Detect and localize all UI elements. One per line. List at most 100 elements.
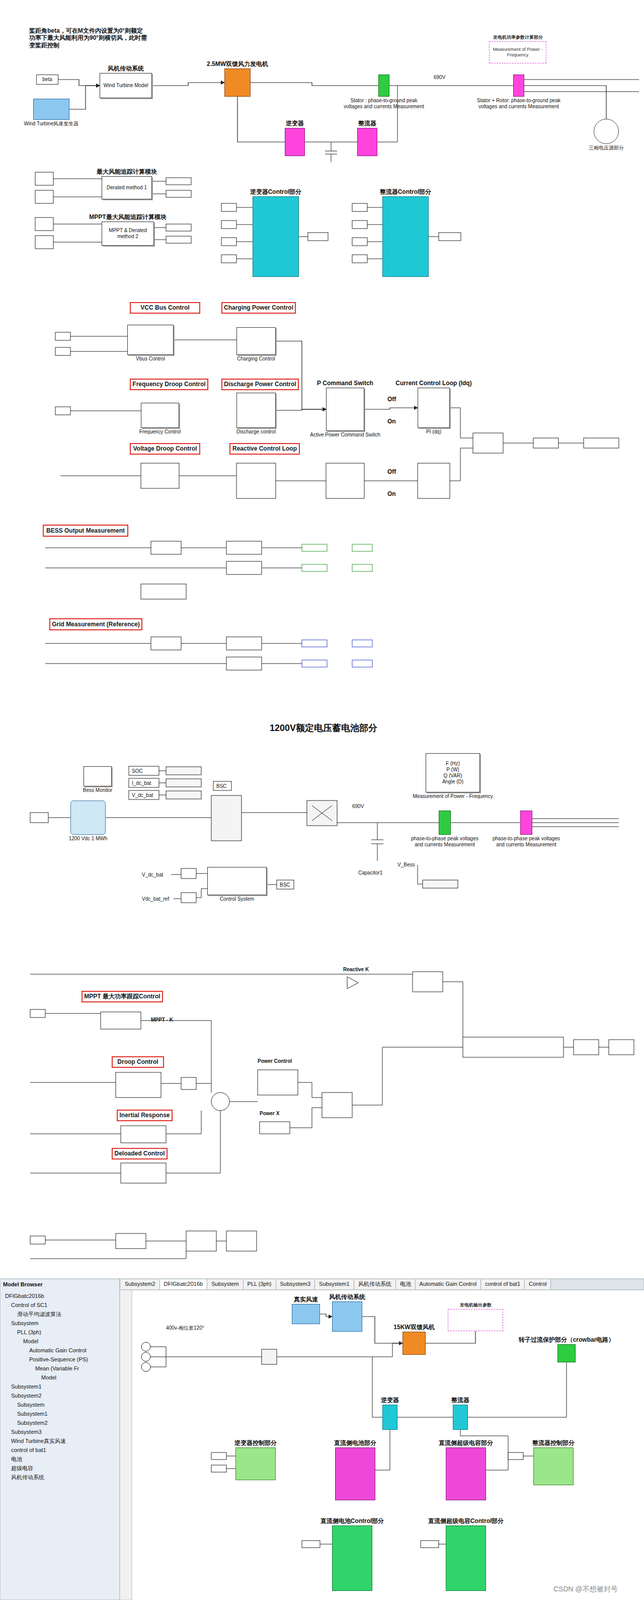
block-body [446,1446,486,1499]
tree-item: Subsystem2 [11,1391,42,1399]
block-body [453,1404,468,1429]
tab-label: control of bat1 [480,1278,525,1289]
block-body: Grid Measurement (Reference) [50,618,142,629]
text-label: MPPT - K [150,1016,174,1023]
text-label: BSC [279,881,291,888]
block-name: Active Power Command Switch [309,431,381,438]
block-body [357,128,377,156]
block-text: Inertial Response [119,1110,170,1118]
simulink-block: Measurement of Power - Frequency发电机功率参数计… [489,41,547,64]
simulink-block: 逆变器 [382,1403,398,1429]
block-body [446,1524,486,1590]
block-text: VCC Bus Control [140,303,190,311]
block-name: Discharge control [236,428,276,435]
block-body: Wind Turbine Model [100,73,152,98]
block-text: beta [42,76,52,83]
block-name: Bess Monitor [83,786,113,793]
block-heading: 逆变器 [285,119,304,127]
block-heading: 最大风能追踪计算模块 [96,168,157,176]
text-label: 1200V额定电压蓄电池部分 [269,722,378,734]
signal-line [364,407,418,410]
block-heading: 15KW双馈风机 [393,1322,435,1330]
tree-item: Positive-Sequence (PS) [29,1355,89,1362]
text-label: Power Control [257,1057,292,1064]
simulink-block: 逆变器控制部分 [235,1446,276,1480]
simulink-block: beta [36,74,59,85]
tree-item: control of bat1 [11,1445,47,1453]
block-heading: 逆变器Control部分 [250,188,302,196]
tree-item: Subsystem2 [17,1418,48,1426]
simulink-block: Bess Monitor [83,765,112,786]
block-body: MPPT & Derated method 2 [102,221,154,246]
tree-item: Subsystem [11,1319,39,1326]
simulink-block: Stator + Rotor: phase-to-ground peak vol… [513,74,525,97]
block-heading: 转子过流保护部分（crowbar电路） [518,1335,615,1343]
simulink-block: 直流侧电池部分 [335,1446,376,1500]
simulink-block: Derated method 1最大风能追踪计算模块 [101,176,152,200]
simulink-block: Wind Turbine风速发生器 [33,98,70,120]
simulink-block: 2.5MW双馈风力发电机 [224,68,251,97]
block-text: Q (VAR) [443,772,462,779]
block-heading: 风机传动系统 [107,64,144,72]
block-heading: 直流侧超级电容部分 [438,1438,494,1446]
block-body: Derated method 1 [102,176,152,199]
simulink-block: 直流侧超级电容Control部分 [445,1524,487,1590]
tab-label: Control [524,1278,551,1289]
tab-label: 电池 [395,1278,416,1289]
block-text: Wind Turbine Model [103,82,149,89]
block-name: Vbus Control [135,355,166,362]
tree-item: Control of SC1 [11,1301,48,1308]
block-heading: 整流器 [451,1395,470,1403]
block-text: P (W) [446,766,459,773]
block-heading: 逆变器 [380,1395,399,1403]
section-title-box: Droop Control [111,1055,165,1068]
block-name: PI (dq) [426,428,442,435]
signal-line [237,96,285,142]
signal-line [275,341,327,410]
block-text: Derated method 1 [106,184,147,191]
block-body [335,1446,375,1499]
block-text: MPPT 最大功率跟踪Control [84,992,160,1000]
section-title-box: Discharge Power Control [221,378,299,390]
block-text: Voltage Droop Control [132,444,197,452]
block-body: Inertial Response [117,1109,172,1120]
block-heading: 2.5MW双馈风力发电机 [206,60,269,68]
block-body [382,196,429,277]
simulink-block: phase-to-phase peak voltages and current… [520,810,533,835]
block-name: Stator : phase-to-ground peak voltages a… [341,97,427,110]
simulink-block: 直流侧超级电容部分 [445,1446,487,1500]
block-body [403,1331,426,1354]
simulink-block: 1200 Vdc 1 MWh [70,799,106,835]
block-text: Deloaded Control [114,1149,165,1157]
block-text: Discharge Power Control [223,380,296,388]
text-label: V_dc_bat [131,791,153,798]
block-body [33,99,69,120]
block-heading: 整流器 [358,119,377,127]
block-body [378,74,389,97]
block-heading: 整流器Control部分 [379,188,432,196]
block-body: Frequency Droop Control [130,379,208,389]
block-heading: 发电机功率参数计算部分 [493,34,543,41]
block-text: BESS Output Measurement [46,526,125,534]
block-text: Frequency Droop Control [132,380,206,388]
section-title-box: BESS Output Measurement [42,524,129,537]
block-name: 1200 Vdc 1 MWh [67,835,109,842]
tree-item: Subsystem1 [17,1409,48,1417]
tab-label: Subsystem3 [276,1278,316,1289]
simulink-block: Frequency Control [140,402,180,428]
section-title-box: Frequency Droop Control [129,378,209,390]
simulink-block: 整流器Control部分 [382,196,429,277]
tree-item: Subsystem [17,1400,45,1408]
tab-label: Subsystem2 [120,1278,160,1289]
block-body: Discharge Power Control [222,379,298,389]
simulink-block: F (Hz)P (W)Q (VAR)Angle (D)Measurement o… [425,752,480,792]
block-heading: 直流侧电池部分 [334,1438,377,1446]
text-label: V_dc_bat [141,871,164,878]
signal-line [275,409,327,411]
block-name: Charging Control [236,355,276,362]
block-body: Droop Control [112,1056,164,1067]
tree-item: Subsystem1 [11,1382,42,1390]
simulink-block: Current Control Loop (Idq)PI (dq) [417,387,450,428]
simulink-block: 三相电压源部分 [593,118,619,144]
